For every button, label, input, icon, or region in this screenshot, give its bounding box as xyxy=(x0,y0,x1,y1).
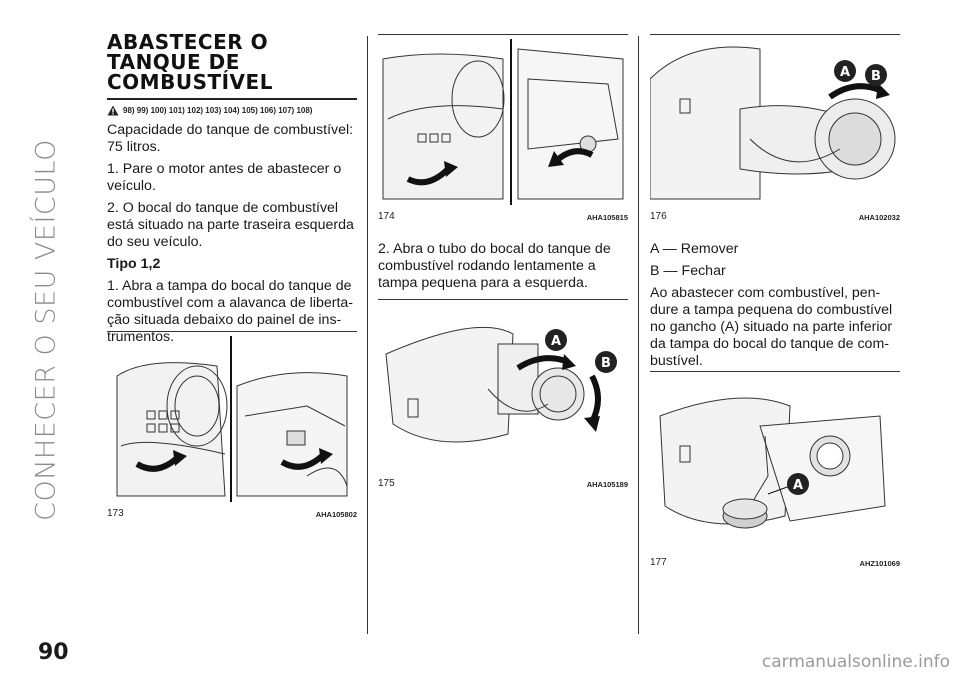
figure-code: AHA105802 xyxy=(315,510,357,519)
fuel-cap-closeup-illustration: A B xyxy=(650,46,896,200)
figure-174: 174 AHA105815 xyxy=(378,34,628,222)
callout-a: A xyxy=(793,478,803,493)
figure-caption: 176 AHA102032 xyxy=(650,204,900,222)
dashboard-lever-illustration xyxy=(116,336,348,502)
callout-a: A xyxy=(840,65,850,80)
hang-cap-text: Ao abastecer com combustível, pen-dure a… xyxy=(650,285,893,369)
figure-code: AHZ101069 xyxy=(859,559,900,568)
figure-number: 173 xyxy=(107,508,124,519)
section-title: ABASTECER O TANQUE DE COMBUSTÍVEL xyxy=(107,30,273,94)
figure-code: AHA102032 xyxy=(858,213,900,222)
figure-top-rule xyxy=(378,299,628,300)
chapter-side-title: CONHECER O SEU VEÍCULO xyxy=(30,139,62,521)
figure-177: A 177 AHZ101069 xyxy=(650,371,900,568)
title-rule xyxy=(107,98,357,100)
type-subheading: Tipo 1,2 xyxy=(107,256,161,272)
warning-refs: 98) 99) 100) 101) 102) 103) 104) 105) 10… xyxy=(107,105,357,116)
fuel-cap-removal-illustration: A B xyxy=(385,326,617,443)
watermark: carmanualsonline.info xyxy=(761,652,950,672)
figure-number: 176 xyxy=(650,211,667,222)
page-number: 90 xyxy=(38,640,69,665)
dashboard-and-fuel-door-illustration xyxy=(382,39,624,205)
figure-173: 173 AHA105802 xyxy=(107,331,357,519)
step-1-text: 1. Pare o motor antes de abastecer o veí… xyxy=(107,161,342,194)
figure-176: A B 176 AHA102032 xyxy=(650,34,900,222)
figure-caption: 175 AHA105189 xyxy=(378,471,628,489)
figure-code: AHA105189 xyxy=(586,480,628,489)
capacity-text: Capacidade do tanque de combustível: 75 … xyxy=(107,122,354,155)
figure-caption: 177 AHZ101069 xyxy=(650,550,900,568)
figure-caption: 173 AHA105802 xyxy=(107,501,357,519)
figure-top-rule xyxy=(650,371,900,372)
column-1: ABASTECER O TANQUE DE COMBUSTÍVEL 98) 99… xyxy=(107,32,357,346)
callout-b: B xyxy=(601,356,611,371)
cap-on-hook-illustration: A xyxy=(659,397,886,529)
callout-a: A xyxy=(551,334,561,349)
figure-code: AHA105815 xyxy=(586,213,628,222)
column-divider-2 xyxy=(638,36,639,634)
figure-175: A B 175 AHA105189 xyxy=(378,299,628,489)
figure-top-rule xyxy=(378,34,628,35)
step-2-cap-text: 2. Abra o tubo do bocal do tanque de com… xyxy=(378,241,611,291)
warning-triangle-icon xyxy=(107,105,119,116)
step-2-text: 2. O bocal do tanque de combustível está… xyxy=(107,200,354,250)
figure-caption: 174 AHA105815 xyxy=(378,204,628,222)
figure-top-rule xyxy=(107,331,357,332)
type-step-1-text: 1. Abra a tampa do bocal do tanque de co… xyxy=(107,278,354,345)
callout-b: B xyxy=(871,69,881,84)
column-divider-1 xyxy=(367,36,368,634)
figure-number: 177 xyxy=(650,557,667,568)
legend-b: B — Fechar xyxy=(650,263,726,279)
figure-number: 175 xyxy=(378,478,395,489)
legend-a: A — Remover xyxy=(650,241,739,257)
column-3-text: A — Remover B — Fechar Ao abastecer com … xyxy=(650,241,900,370)
figure-number: 174 xyxy=(378,211,395,222)
warning-refs-text: 98) 99) 100) 101) 102) 103) 104) 105) 10… xyxy=(123,106,313,115)
column-2-text: 2. Abra o tubo do bocal do tanque de com… xyxy=(378,241,628,292)
figure-top-rule xyxy=(650,34,900,35)
